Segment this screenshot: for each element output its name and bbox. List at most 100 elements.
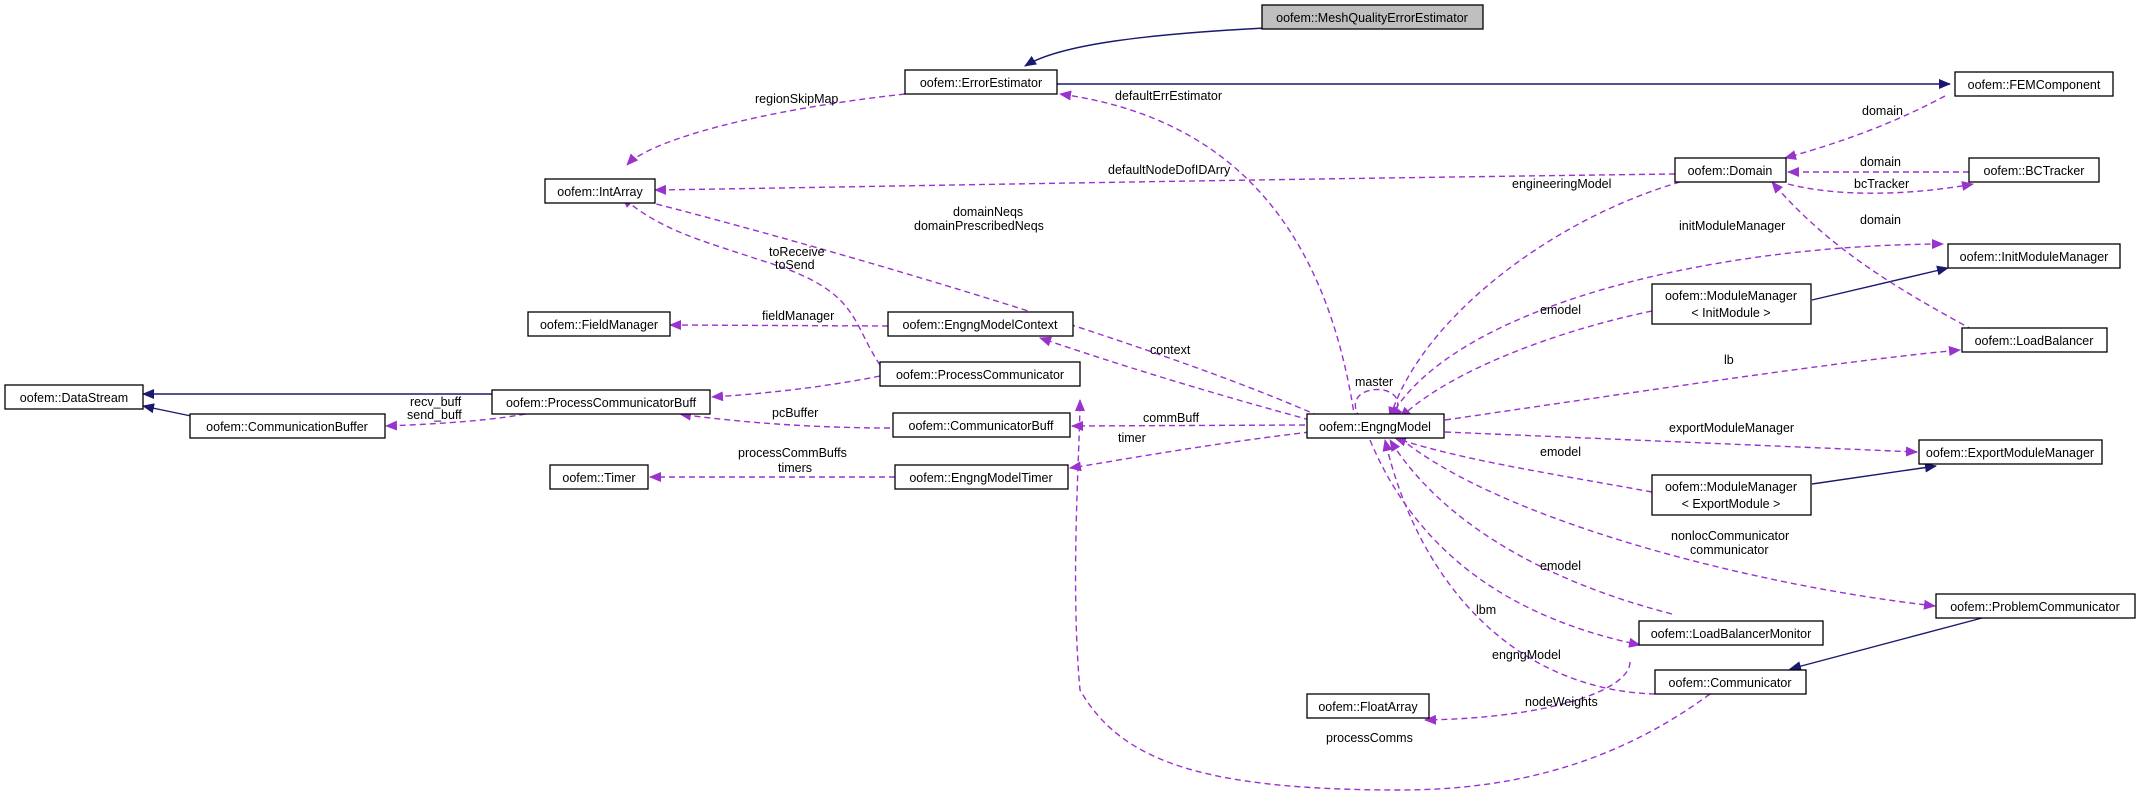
label-to-send: toSend (775, 258, 815, 272)
node-load-balancer[interactable]: oofem::LoadBalancer (1961, 327, 2108, 353)
node-engng-model-label: oofem::EngngModel (1319, 420, 1431, 434)
node-problem-communicator-label: oofem::ProblemCommunicator (1950, 600, 2120, 614)
label-engineering-model: engineeringModel (1512, 177, 1611, 191)
edge-problemcommunicator-to-communicator (1789, 617, 1983, 672)
label-field-manager: fieldManager (762, 309, 834, 323)
node-data-stream[interactable]: oofem::DataStream (4, 384, 144, 410)
label-timers: timers (778, 461, 812, 475)
node-communicator[interactable]: oofem::Communicator (1654, 669, 1807, 695)
edge-commbuff (1071, 420, 1306, 431)
node-module-manager-init[interactable]: oofem::ModuleManager < InitModule > (1651, 283, 1812, 325)
label-context: context (1150, 343, 1191, 357)
edge-regionskipmap (626, 93, 906, 166)
node-int-array-label: oofem::IntArray (557, 185, 643, 199)
edge-engngmodel-communicator (1382, 439, 1656, 695)
node-fem-component[interactable]: oofem::FEMComponent (1954, 71, 2114, 97)
edge-lb (1444, 346, 1961, 421)
edge-master (1354, 388, 1403, 419)
node-process-communicator-buff[interactable]: oofem::ProcessCommunicatorBuff (491, 389, 711, 415)
node-communication-buffer-label: oofem::CommunicationBuffer (206, 420, 368, 434)
node-process-communicator-buff-label: oofem::ProcessCommunicatorBuff (506, 396, 697, 410)
edge-emodel-init (1399, 310, 1653, 419)
edge-initmodulemanager (1389, 239, 1944, 419)
node-module-manager-init-label-1: oofem::ModuleManager (1665, 289, 1797, 303)
label-engng-model: engngModel (1492, 648, 1561, 662)
node-mesh-quality-error-estimator[interactable]: oofem::MeshQualityErrorEstimator (1261, 4, 1484, 30)
edge-fieldmanager (669, 320, 889, 331)
edge-engineeringmodel (1388, 181, 1681, 419)
usage-edges (385, 90, 1974, 791)
node-module-manager-export-label-1: oofem::ModuleManager (1665, 480, 1797, 494)
node-domain[interactable]: oofem::Domain (1674, 157, 1787, 183)
edge-nodeweights (1424, 661, 1631, 725)
edge-bctracker (1787, 181, 1974, 194)
node-int-array[interactable]: oofem::IntArray (544, 178, 656, 204)
node-field-manager[interactable]: oofem::FieldManager (527, 311, 671, 337)
label-emodel-lbm: emodel (1540, 559, 1581, 573)
label-recv-buff: recv_buff (410, 395, 462, 409)
edge-toreceive-tosend (621, 196, 881, 366)
edge-context (1039, 336, 1311, 421)
label-default-node-dof: defaultNodeDofIDArry (1108, 163, 1231, 177)
node-bc-tracker[interactable]: oofem::BCTracker (1968, 157, 2100, 183)
edge-meshquality-to-errorestimator (1024, 27, 1266, 67)
label-send-buff: send_buff (407, 408, 462, 422)
node-field-manager-label: oofem::FieldManager (540, 318, 658, 332)
node-float-array-label: oofem::FloatArray (1318, 700, 1418, 714)
label-default-err-estimator: defaultErrEstimator (1115, 89, 1222, 103)
label-domain-bc: domain (1860, 155, 1901, 169)
label-bc-tracker: bcTracker (1854, 177, 1909, 191)
label-nonloc-communicator: nonlocCommunicator (1671, 529, 1789, 543)
edge-emodel-lbm (1389, 439, 1673, 615)
node-init-module-manager[interactable]: oofem::InitModuleManager (1947, 243, 2121, 269)
node-engng-model-context[interactable]: oofem::EngngModelContext (887, 311, 1074, 337)
label-export-module-manager: exportModuleManager (1669, 421, 1794, 435)
label-to-receive: toReceive (769, 245, 825, 259)
edge-pcbuffer (711, 375, 881, 402)
node-float-array[interactable]: oofem::FloatArray (1306, 693, 1430, 719)
label-emodel-init: emodel (1540, 303, 1581, 317)
node-module-manager-export[interactable]: oofem::ModuleManager < ExportModule > (1651, 474, 1812, 516)
edge-nonloc-communicator (1399, 437, 1936, 610)
node-process-communicator[interactable]: oofem::ProcessCommunicator (879, 361, 1081, 387)
node-timer[interactable]: oofem::Timer (549, 464, 649, 490)
edge-labels: regionSkipMap defaultErrEstimator domain… (407, 89, 1909, 745)
label-domain-lb: domain (1860, 213, 1901, 227)
node-engng-model[interactable]: oofem::EngngModel (1306, 413, 1445, 439)
nodes: oofem::MeshQualityErrorEstimator oofem::… (4, 4, 2136, 719)
node-communicator-buff[interactable]: oofem::CommunicatorBuff (892, 412, 1071, 438)
label-communicator: communicator (1690, 543, 1769, 557)
label-emodel-export: emodel (1540, 445, 1581, 459)
node-load-balancer-monitor-label: oofem::LoadBalancerMonitor (1651, 627, 1812, 641)
label-region-skip-map: regionSkipMap (755, 92, 838, 106)
node-communication-buffer[interactable]: oofem::CommunicationBuffer (189, 413, 386, 439)
label-pc-buffer: pcBuffer (772, 406, 818, 420)
node-domain-label: oofem::Domain (1688, 164, 1773, 178)
label-process-comms: processComms (1326, 731, 1413, 745)
node-module-manager-export-label-2: < ExportModule > (1682, 497, 1781, 511)
label-domain-neqs: domainNeqs (953, 205, 1023, 219)
node-load-balancer-label: oofem::LoadBalancer (1975, 334, 2094, 348)
node-export-module-manager-label: oofem::ExportModuleManager (1926, 446, 2094, 460)
node-problem-communicator[interactable]: oofem::ProblemCommunicator (1935, 593, 2136, 619)
node-init-module-manager-label: oofem::InitModuleManager (1960, 250, 2109, 264)
node-error-estimator-label: oofem::ErrorEstimator (920, 76, 1042, 90)
label-domain-prescribed-neqs: domainPrescribedNeqs (914, 219, 1044, 233)
label-comm-buff: commBuff (1143, 411, 1200, 425)
node-engng-model-timer[interactable]: oofem::EngngModelTimer (894, 464, 1069, 490)
edge-modulemanager-init-to-initmodulemanager (1811, 265, 1949, 301)
edge-timer (1069, 431, 1311, 472)
edge-processcomms (1074, 399, 1711, 791)
node-error-estimator[interactable]: oofem::ErrorEstimator (904, 69, 1058, 95)
edge-modulemanager-export-to-exportmodulemanager (1811, 462, 1937, 485)
edge-domain-lb (1771, 181, 1974, 331)
edge-processcommbuffs (679, 410, 891, 429)
node-export-module-manager[interactable]: oofem::ExportModuleManager (1918, 439, 2103, 465)
node-process-communicator-label: oofem::ProcessCommunicator (896, 368, 1064, 382)
node-load-balancer-monitor[interactable]: oofem::LoadBalancerMonitor (1638, 620, 1824, 646)
edge-lbm (1369, 439, 1641, 648)
node-engng-model-timer-label: oofem::EngngModelTimer (909, 471, 1052, 485)
node-engng-model-context-label: oofem::EngngModelContext (903, 318, 1058, 332)
inheritance-edges (142, 27, 1983, 672)
